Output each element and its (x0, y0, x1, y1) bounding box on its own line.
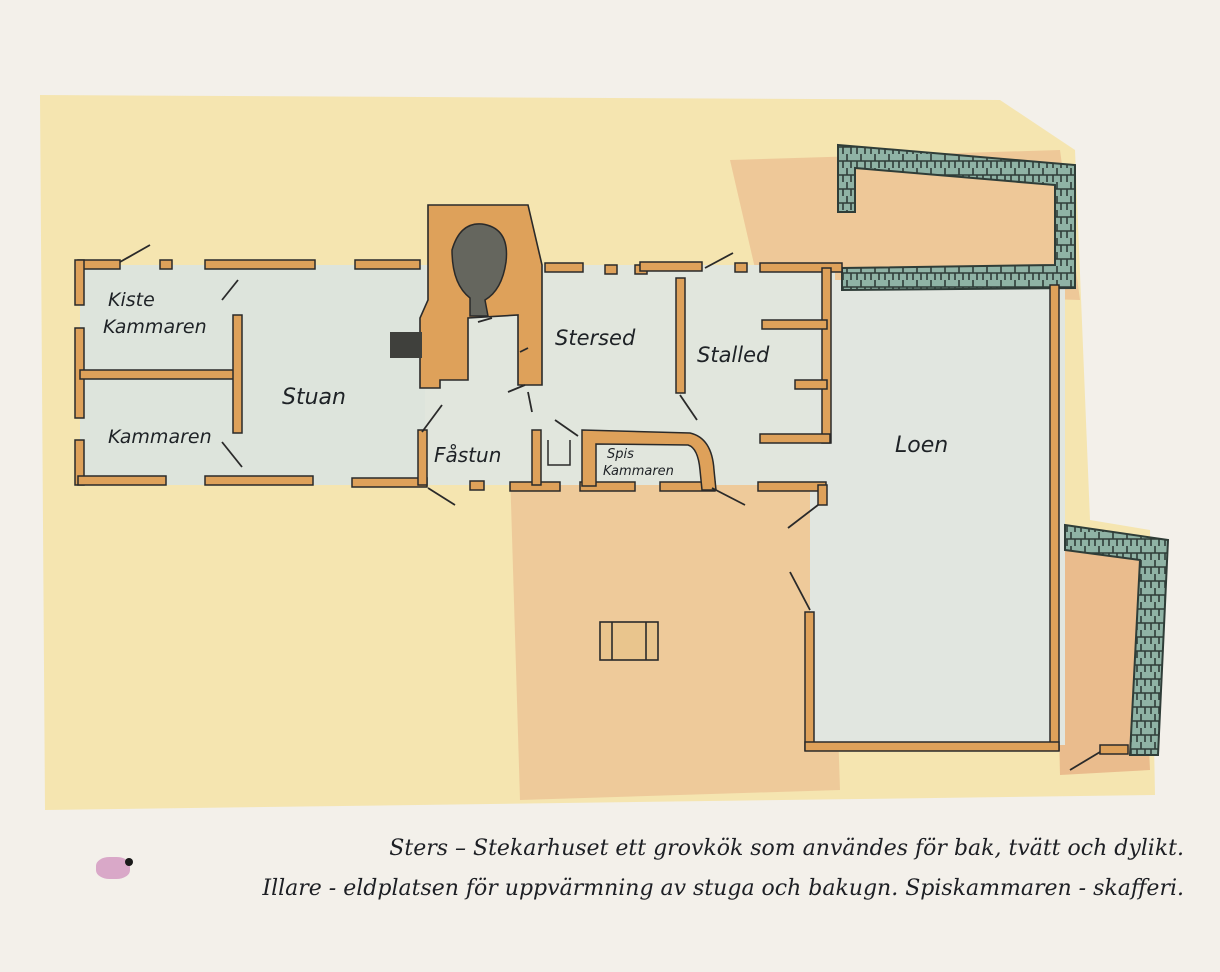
room-label-stuan: Stuan (282, 385, 346, 410)
room-label-stersed: Stersed (555, 326, 636, 350)
hearth (390, 204, 543, 389)
room-label-stalled: Stalled (697, 343, 770, 367)
caption-line-2: Illare - eldplatsen för uppvärmning av s… (262, 876, 1184, 901)
room-labels: Kiste Kammaren Kammaren Stuan Fåstun Ste… (103, 289, 948, 479)
door-swings (119, 244, 1101, 771)
room-label-kiste-kammaren: Kammaren (103, 316, 207, 338)
room-label-loen: Loen (895, 433, 948, 458)
room-label-kiste: Kiste (108, 289, 155, 311)
yard-structure (599, 621, 659, 661)
room-label-spis: Spis (607, 447, 634, 462)
room-label-kammaren: Kammaren (108, 426, 212, 448)
stone-wall (837, 143, 1170, 756)
spis-kammaren-walls (547, 429, 717, 491)
ink-stain (96, 857, 130, 879)
room-label-fastun: Fåstun (434, 443, 501, 467)
ink-dot (125, 858, 133, 866)
room-label-spis-kammaren: Kammaren (603, 464, 674, 479)
caption-line-1: Sters – Stekarhuset ett grovkök som anvä… (389, 836, 1184, 861)
walls (74, 259, 1129, 755)
